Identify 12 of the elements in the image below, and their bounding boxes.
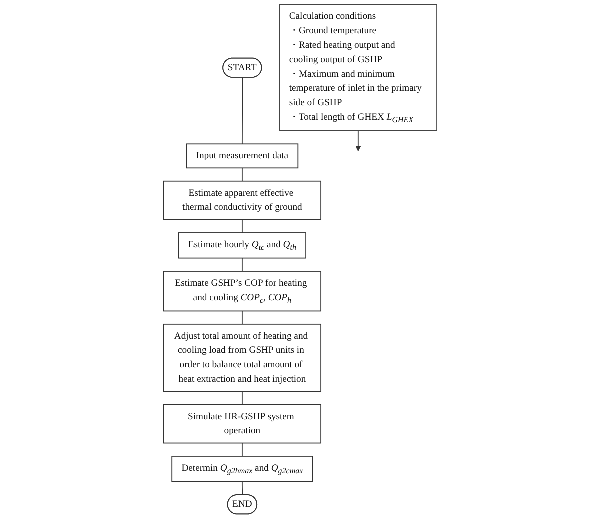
node-box xyxy=(186,144,298,169)
node-box xyxy=(278,4,438,132)
arrow xyxy=(355,130,361,152)
node-box xyxy=(162,404,322,444)
node-box xyxy=(162,180,322,220)
connector xyxy=(242,77,243,145)
connector xyxy=(242,481,243,496)
node-box xyxy=(178,232,306,259)
node-box xyxy=(171,456,313,482)
node-box xyxy=(162,324,322,392)
node-box xyxy=(162,271,322,312)
flowchart: START Input measurement data Estimate apparent effective thermal conductivity of ground Estimate hourly Q$_{tc}$ and Q$_{th}$ Estimate GSHP’s COP for heating and cooling COP$_{c}$, COP$_{h}$ Adjust total amount of heating and cooling load from GSHP units in order to balance total amount of heat extraction and heat injection Simulate HR-GSHP system operation Determin Q$_{g2hmax}$ and Q$_{g2cmax}$ END Calculation conditions ・Ground temperature ・Rated heating output and cooling output of GSHP ・Maximum and minimum temperature of inlet in the primary side of GSHP ・Total length of GHEX L$_{GHEX}$ xyxy=(158,0,442,519)
